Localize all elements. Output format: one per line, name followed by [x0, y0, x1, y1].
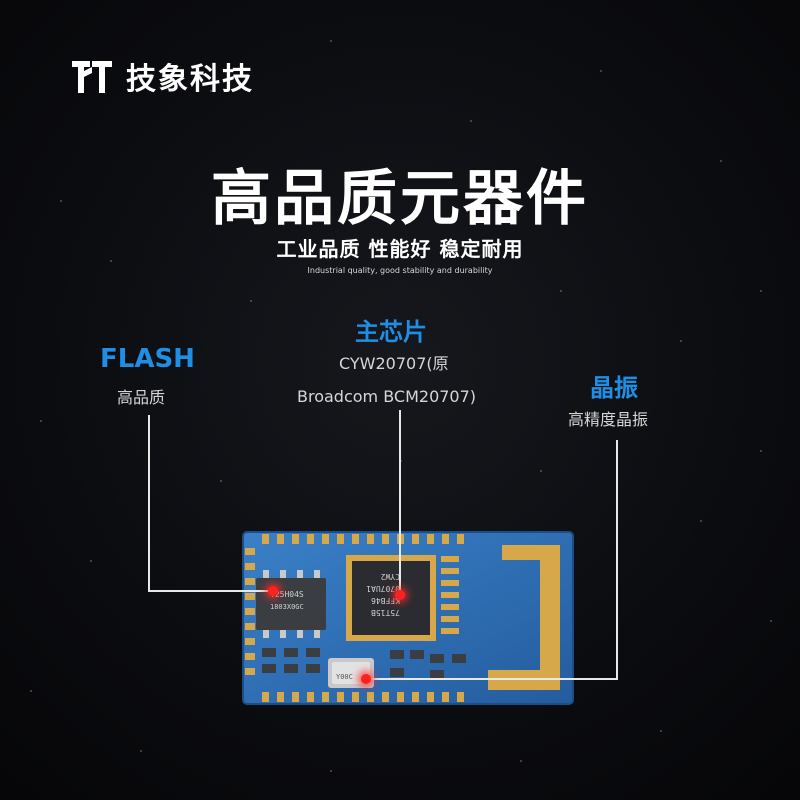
edge-pads — [245, 534, 464, 702]
flash-leader-line-horizontal — [148, 590, 272, 592]
crystal-marking: Y00C — [336, 673, 353, 681]
crystal-leader-line-horizontal — [366, 678, 618, 680]
flash-leader-line-vertical — [148, 415, 150, 591]
passive-components — [262, 648, 466, 679]
tt-logo-icon — [72, 61, 112, 93]
page-title: 高品质元器件 — [211, 164, 589, 234]
crystal-callout-title: 晶振 — [590, 374, 638, 402]
crystal-marker-dot — [361, 674, 371, 684]
chip-marking-4: CYW2 — [381, 572, 400, 581]
chip-leader-line — [399, 410, 401, 594]
flash-chip: T25H04S 1803X0GC — [256, 570, 326, 638]
chip-callout-line2: Broadcom BCM20707) — [297, 387, 477, 406]
chip-marker-dot — [395, 590, 405, 600]
chip-marking-3: 0707UA1 — [366, 584, 400, 593]
chip-marking-1: 75T15B — [371, 608, 400, 617]
flash-marking-2: 1803X0GC — [270, 603, 304, 611]
antenna-trace — [488, 545, 560, 690]
chip-callout-line1: CYW20707(原 — [339, 354, 449, 373]
page-subtitle-english: Industrial quality, good stability and d… — [307, 266, 493, 275]
chip-callout-title: 主芯片 — [355, 318, 427, 346]
flash-callout-title: FLASH — [100, 344, 195, 374]
flash-marking-1: T25H04S — [270, 590, 304, 599]
brand-logo: 技象科技 — [70, 54, 254, 98]
flash-marker-dot — [268, 586, 278, 596]
flash-callout-desc: 高品质 — [117, 388, 166, 407]
chip-marking-2: KFFB46 — [371, 596, 400, 605]
main-chip: 75T15B KFFB46 0707UA1 CYW2 — [346, 555, 459, 641]
brand-name: 技象科技 — [126, 62, 254, 97]
page-subtitle: 工业品质 性能好 稳定耐用 — [276, 237, 524, 261]
crystal-leader-line-vertical — [616, 440, 618, 680]
crystal-callout-desc: 高精度晶振 — [568, 410, 649, 429]
